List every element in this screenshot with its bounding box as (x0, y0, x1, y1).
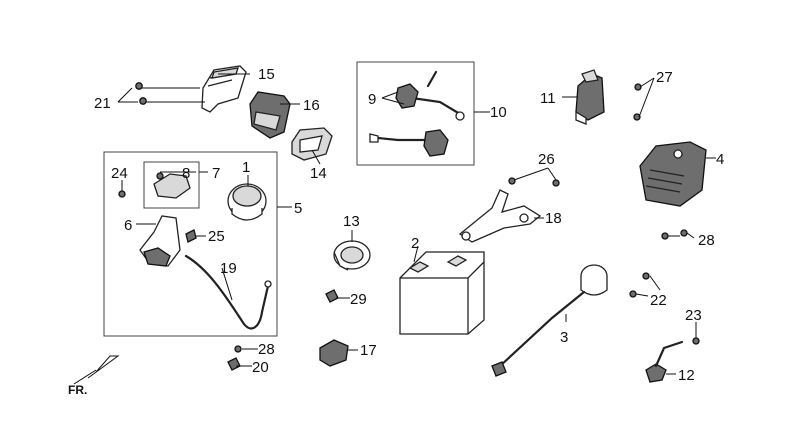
callout-25: 25 (208, 228, 225, 245)
part-22-screws (629, 272, 650, 298)
callout-18: 18 (545, 210, 562, 227)
callout-23: 23 (685, 307, 702, 324)
callout-7: 7 (212, 165, 220, 182)
part-2-battery (399, 251, 485, 335)
callout-8: 8 (182, 165, 190, 182)
callout-1: 1 (242, 159, 250, 176)
callout-10: 10 (490, 104, 507, 121)
callout-21: 21 (94, 95, 111, 112)
part-28-screw-left (234, 345, 242, 353)
leader-lines (117, 73, 716, 375)
callout-labels: 1 2 3 4 5 6 7 8 9 10 11 12 13 14 15 16 1… (94, 66, 724, 384)
part-18-bracket (458, 189, 542, 243)
part-29-nut (325, 289, 339, 303)
group-box-10 (356, 61, 475, 166)
group-box-7 (143, 161, 200, 209)
callout-14: 14 (310, 165, 327, 182)
part-1-fuel-cap (227, 183, 267, 221)
part-11-starter-relay (575, 69, 605, 125)
part-8-lock-plate (153, 172, 191, 199)
callout-3: 3 (560, 329, 568, 346)
part-26-screws (508, 177, 560, 187)
part-9-cable-terminal (369, 70, 465, 157)
part-13-horn (333, 240, 371, 271)
callout-16: 16 (303, 97, 320, 114)
part-20-nut (227, 357, 241, 371)
part-23-screw (692, 337, 700, 345)
part-21-screws (135, 82, 147, 105)
part-19-cable (184, 254, 272, 330)
callout-4: 4 (716, 151, 724, 168)
callout-9: 9 (368, 91, 376, 108)
callout-2: 2 (411, 235, 419, 252)
callout-5: 5 (294, 200, 302, 217)
part-3-ignition-coil (491, 264, 608, 377)
group-box-5 (103, 151, 278, 337)
callout-27: 27 (656, 69, 673, 86)
part-24-screw (118, 190, 126, 198)
front-direction-marker: FR. (68, 355, 120, 397)
part-27-screws (633, 83, 642, 121)
part-28-screws-right (661, 229, 688, 240)
callout-12: 12 (678, 367, 695, 384)
callout-20: 20 (252, 359, 269, 376)
callout-29: 29 (350, 291, 367, 308)
callout-6: 6 (124, 217, 132, 234)
part-4-regulator (639, 141, 707, 207)
callout-15: 15 (258, 66, 275, 83)
callout-11: 11 (540, 90, 556, 107)
part-17-fuse-holder (319, 339, 349, 367)
callout-24: 24 (111, 165, 128, 182)
callout-19: 19 (220, 260, 237, 277)
part-14-cap (291, 127, 333, 161)
part-12-sensor (645, 340, 684, 383)
callout-28-left: 28 (258, 341, 275, 358)
callout-28-right: 28 (698, 232, 715, 249)
part-15-cover (201, 65, 247, 113)
front-label: FR. (68, 383, 87, 397)
callout-13: 13 (343, 213, 360, 230)
callout-17: 17 (360, 342, 377, 359)
part-16-relay (249, 91, 291, 139)
part-25-clip (185, 229, 197, 243)
callout-22: 22 (650, 292, 667, 309)
callout-26: 26 (538, 151, 555, 168)
part-6-latch (139, 215, 181, 267)
